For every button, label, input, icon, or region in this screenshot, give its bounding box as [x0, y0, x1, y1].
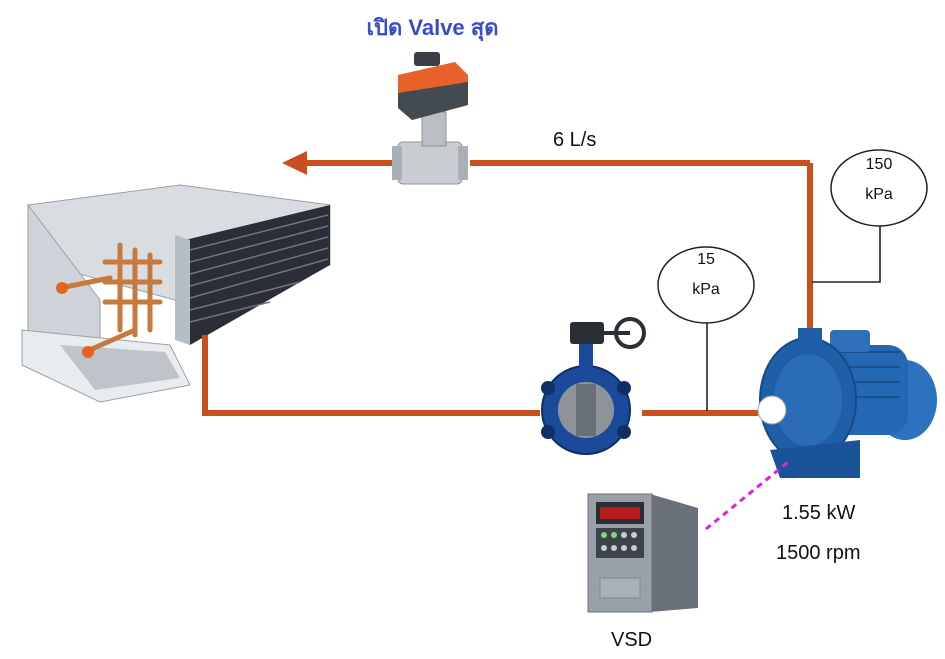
- pump-speed-label: 1500 rpm: [776, 542, 861, 564]
- return-pipe: [202, 335, 540, 416]
- gauge-leader-lines: [706, 225, 881, 411]
- vsd-drive-icon: [587, 493, 698, 613]
- vsd-signal-line: [705, 460, 789, 531]
- centrifugal-pump-icon: [757, 328, 937, 478]
- flow-rate-label: 6 L/s: [553, 129, 597, 151]
- pressure-gauge-high-bubble: [830, 149, 928, 227]
- pressure-high-text: 150 kPa: [831, 150, 927, 210]
- butterfly-valve-icon: [541, 317, 646, 455]
- flow-arrow-icon: [282, 151, 307, 175]
- pressure-low-unit: kPa: [692, 281, 720, 298]
- pressure-high-unit: kPa: [865, 186, 893, 203]
- pressure-low-value: 15: [697, 251, 715, 268]
- valve-open-title: เปิด Valve สุด: [366, 15, 499, 40]
- pump-power-label: 1.55 kW: [782, 502, 856, 524]
- pressure-gauge-low-bubble: [657, 246, 755, 324]
- motorized-valve-icon: [392, 52, 468, 185]
- fan-coil-unit-icon: [21, 184, 331, 403]
- pressure-high-value: 150: [865, 156, 893, 173]
- pipe-network: [202, 160, 813, 416]
- pressure-low-text: 15 kPa: [658, 245, 754, 305]
- vsd-label: VSD: [611, 629, 653, 651]
